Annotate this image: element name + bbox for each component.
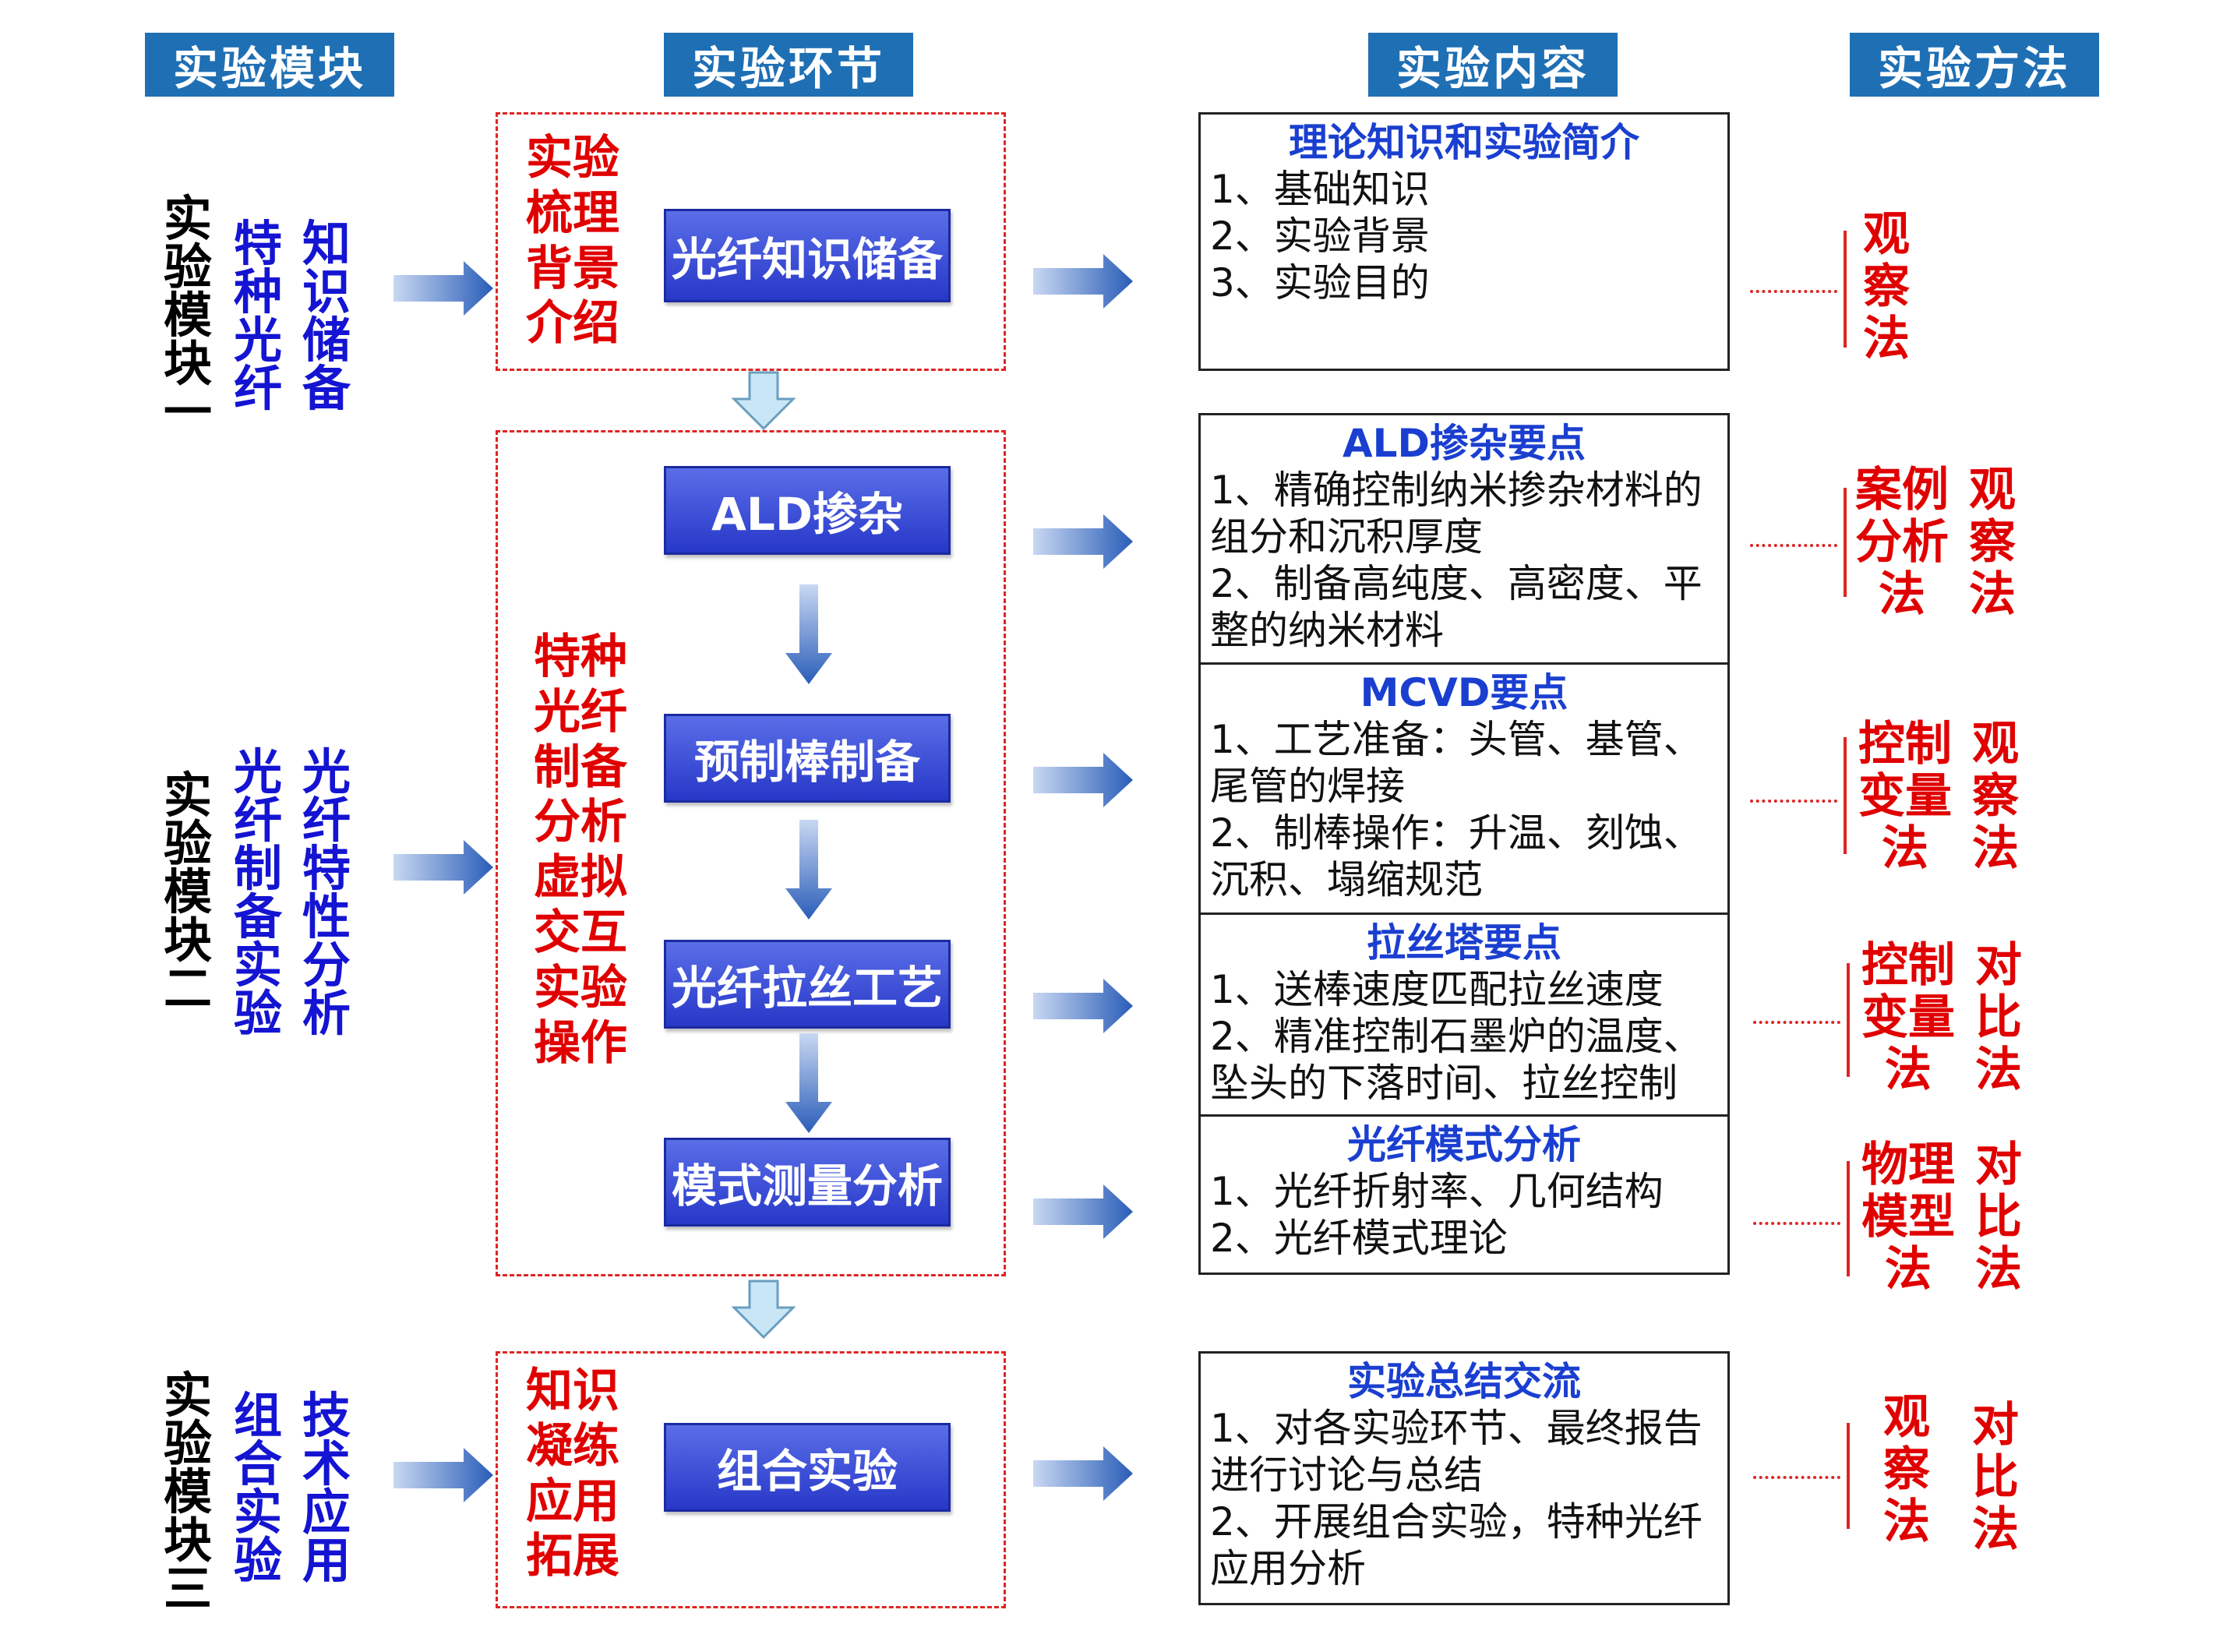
- arrow-to-content-4: [1033, 979, 1133, 1033]
- step-preform-prep[interactable]: 预制棒制备: [664, 714, 951, 803]
- arrow-stage2-to-stage3: [731, 1280, 796, 1340]
- method-connector-2: [1750, 544, 1837, 547]
- method-5-col1: 物理模型法: [1861, 1138, 1955, 1297]
- method-5-col2: 对比法: [1975, 1138, 2022, 1297]
- content-box-4: 拉丝塔要点 1、送棒速度匹配拉丝速度 2、精准控制石墨炉的温度、坠头的下落时间、…: [1198, 912, 1730, 1117]
- method-6-col2: 对比法: [1972, 1398, 2019, 1558]
- arrow-module1-to-stage: [393, 261, 493, 316]
- method-connector-3: [1750, 800, 1837, 803]
- content-line: 1、基础知识: [1210, 167, 1430, 212]
- content-box-3: MCVD要点 1、工艺准备：头管、基管、尾管的焊接 2、制棒操作：升温、刻蚀、沉…: [1198, 662, 1730, 915]
- content-line: 1、送棒速度匹配拉丝速度: [1210, 967, 1664, 1012]
- content-title: 实验总结交流: [1347, 1359, 1581, 1404]
- method-3-col1: 控制变量法: [1858, 717, 1952, 877]
- step-mode-measure[interactable]: 模式测量分析: [664, 1138, 951, 1227]
- method-3-col2: 观察法: [1972, 717, 2019, 877]
- stage-box-1: [496, 112, 1006, 371]
- content-title: ALD掺杂要点: [1342, 421, 1586, 466]
- method-bar-1: [1844, 231, 1847, 348]
- content-title: 光纤模式分析: [1347, 1122, 1581, 1167]
- arrow-stage1-to-stage2: [731, 371, 796, 431]
- content-line: 2、精准控制石墨炉的温度、坠头的下落时间、拉丝控制: [1210, 1014, 1702, 1106]
- header-method: 实验方法: [1850, 33, 2099, 97]
- method-4-col1: 控制变量法: [1861, 938, 1955, 1098]
- module-1-label: 实验模块一: [163, 190, 212, 440]
- stage-label-2: 特种光纤制备分析虚拟交互实验操作: [534, 630, 627, 1071]
- content-line: 2、光纤模式理论: [1210, 1216, 1508, 1261]
- arrow-to-content-2: [1033, 514, 1133, 569]
- method-bar-2: [1844, 488, 1847, 597]
- method-4-col2: 对比法: [1975, 938, 2022, 1098]
- method-bar-3: [1844, 737, 1847, 854]
- method-bar-6: [1847, 1423, 1850, 1529]
- header-module: 实验模块: [145, 33, 394, 97]
- stage-box-2: [496, 430, 1006, 1276]
- content-box-5: 光纤模式分析 1、光纤折射率、几何结构 2、光纤模式理论: [1198, 1114, 1730, 1275]
- header-step: 实验环节: [664, 33, 913, 97]
- method-6-col1: 观察法: [1883, 1390, 1930, 1550]
- step-combined-exp[interactable]: 组合实验: [664, 1423, 951, 1512]
- module-1-sub2: 知识储备: [302, 215, 351, 417]
- content-line: 2、实验背景: [1210, 214, 1430, 259]
- arrow-module2-to-stage: [393, 840, 493, 895]
- content-line: 1、光纤折射率、几何结构: [1210, 1169, 1664, 1214]
- step-fiber-knowledge[interactable]: 光纤知识储备: [664, 209, 951, 302]
- arrow-down-2: [785, 820, 832, 920]
- module-3-sub2: 技术应用: [302, 1387, 351, 1589]
- stage-label-3: 知识凝练应用拓展: [526, 1364, 619, 1584]
- method-connector-1: [1750, 290, 1837, 293]
- content-title: 理论知识和实验简介: [1289, 120, 1639, 165]
- header-content: 实验内容: [1368, 33, 1618, 97]
- content-line: 2、开展组合实验，特种光纤应用分析: [1210, 1499, 1702, 1591]
- arrow-to-content-6: [1033, 1446, 1133, 1501]
- content-line: 1、对各实验环节、最终报告进行讨论与总结: [1210, 1406, 1702, 1498]
- method-bar-5: [1847, 1161, 1850, 1276]
- content-title: 拉丝塔要点: [1367, 920, 1561, 965]
- method-bar-4: [1847, 963, 1850, 1077]
- content-line: 2、制备高纯度、高密度、平整的纳米材料: [1210, 561, 1702, 653]
- content-line: 3、实验目的: [1210, 260, 1430, 305]
- module-1-sub1: 特种光纤: [233, 215, 282, 417]
- stage-box-3: [496, 1351, 1006, 1608]
- arrow-to-content-1: [1033, 254, 1133, 309]
- content-title: MCVD要点: [1360, 670, 1568, 715]
- method-connector-6: [1753, 1476, 1840, 1479]
- method-1-col1: 观察法: [1863, 207, 1910, 367]
- method-connector-4: [1753, 1021, 1840, 1024]
- step-fiber-drawing[interactable]: 光纤拉丝工艺: [664, 940, 951, 1029]
- arrow-module3-to-stage: [393, 1448, 493, 1502]
- content-line: 2、制棒操作：升温、刻蚀、沉积、塌缩规范: [1210, 810, 1702, 902]
- method-2-col1: 案例分析法: [1855, 463, 1949, 623]
- module-2-label: 实验模块二: [163, 767, 212, 1017]
- module-2-sub2: 光纤特性分析: [302, 743, 351, 1042]
- content-line: 1、精确控制纳米掺杂材料的组分和沉积厚度: [1210, 468, 1702, 559]
- content-box-6: 实验总结交流 1、对各实验环节、最终报告进行讨论与总结 2、开展组合实验，特种光…: [1198, 1351, 1730, 1605]
- module-3-sub1: 组合实验: [233, 1387, 282, 1589]
- method-2-col2: 观察法: [1969, 463, 2016, 623]
- module-2-sub1: 光纤制备实验: [233, 743, 282, 1042]
- arrow-down-1: [785, 584, 832, 684]
- arrow-to-content-5: [1033, 1184, 1133, 1239]
- content-line: 1、工艺准备：头管、基管、尾管的焊接: [1210, 717, 1702, 809]
- module-3-label: 实验模块三: [163, 1367, 212, 1617]
- step-ald-doping[interactable]: ALD掺杂: [664, 466, 951, 555]
- content-box-2: ALD掺杂要点 1、精确控制纳米掺杂材料的组分和沉积厚度 2、制备高纯度、高密度…: [1198, 413, 1730, 665]
- arrow-down-3: [785, 1033, 832, 1133]
- stage-label-1: 实验梳理背景介绍: [526, 131, 619, 351]
- content-box-1: 理论知识和实验简介 1、基础知识 2、实验背景 3、实验目的: [1198, 112, 1730, 371]
- method-connector-5: [1753, 1222, 1840, 1225]
- arrow-to-content-3: [1033, 753, 1133, 807]
